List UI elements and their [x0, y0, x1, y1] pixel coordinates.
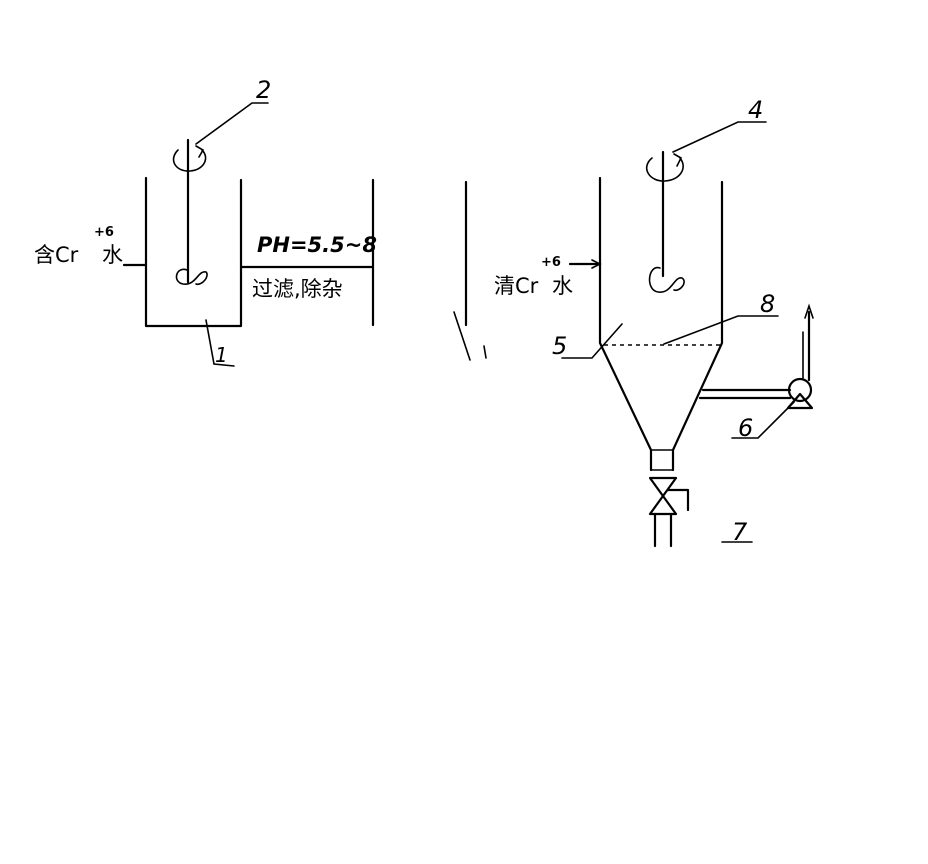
agitator-4-arrowhead: [673, 153, 683, 167]
leader-6: [731, 401, 795, 439]
clean-suffix: 水: [552, 274, 573, 298]
pump-casing: [787, 377, 813, 403]
pump-6: [698, 303, 814, 439]
agitator-4: [646, 121, 767, 293]
valve-body-bottom: [648, 494, 678, 516]
ph-label: PH=5.5~8: [257, 233, 377, 257]
reactor-4: [598, 176, 724, 472]
pump-base: [786, 392, 814, 410]
valve-handle: [666, 488, 690, 512]
pump-discharge-arrowhead: [804, 303, 814, 319]
inlet-label: 含Cr +6 水: [34, 225, 123, 267]
label-6: 6: [738, 414, 753, 442]
leader-3-tick: [483, 345, 487, 359]
leader-2: [195, 102, 269, 145]
label-4: 4: [748, 96, 763, 124]
tank-1-walls: [144, 176, 243, 328]
agitator-2-arrowhead: [195, 145, 205, 158]
leader-8: [663, 315, 779, 345]
valve-body-top: [648, 476, 678, 498]
leader-4: [672, 121, 767, 153]
agitator-2-rotation-arrow: [172, 149, 207, 172]
agitator-4-impeller: [648, 267, 685, 293]
leader-5: [561, 323, 623, 359]
inlet-suffix: 水: [102, 243, 123, 267]
label-8: 8: [760, 290, 775, 318]
clean-superscript: +6: [541, 255, 561, 270]
valve-7: [648, 476, 753, 548]
leader-3: [453, 311, 471, 361]
label-2: 2: [256, 76, 271, 104]
agitator-2-impeller: [175, 268, 208, 286]
tank-1: [122, 176, 243, 328]
clean-text: 清Cr: [494, 274, 539, 298]
inlet-text: 含Cr: [34, 243, 79, 267]
inlet-superscript: +6: [94, 225, 114, 240]
label-1: 1: [215, 343, 228, 367]
clean-inlet-label: 清Cr +6 水: [494, 255, 602, 298]
filter-label: 过滤,除杂: [252, 277, 343, 301]
agitator-4-rotation-arrow: [646, 157, 684, 182]
label-5: 5: [552, 332, 567, 360]
reactor-walls: [598, 176, 724, 472]
agitator-2: [172, 102, 269, 286]
label-7: 7: [732, 518, 748, 546]
leader-1: [205, 319, 235, 367]
tank-3: [453, 180, 487, 361]
